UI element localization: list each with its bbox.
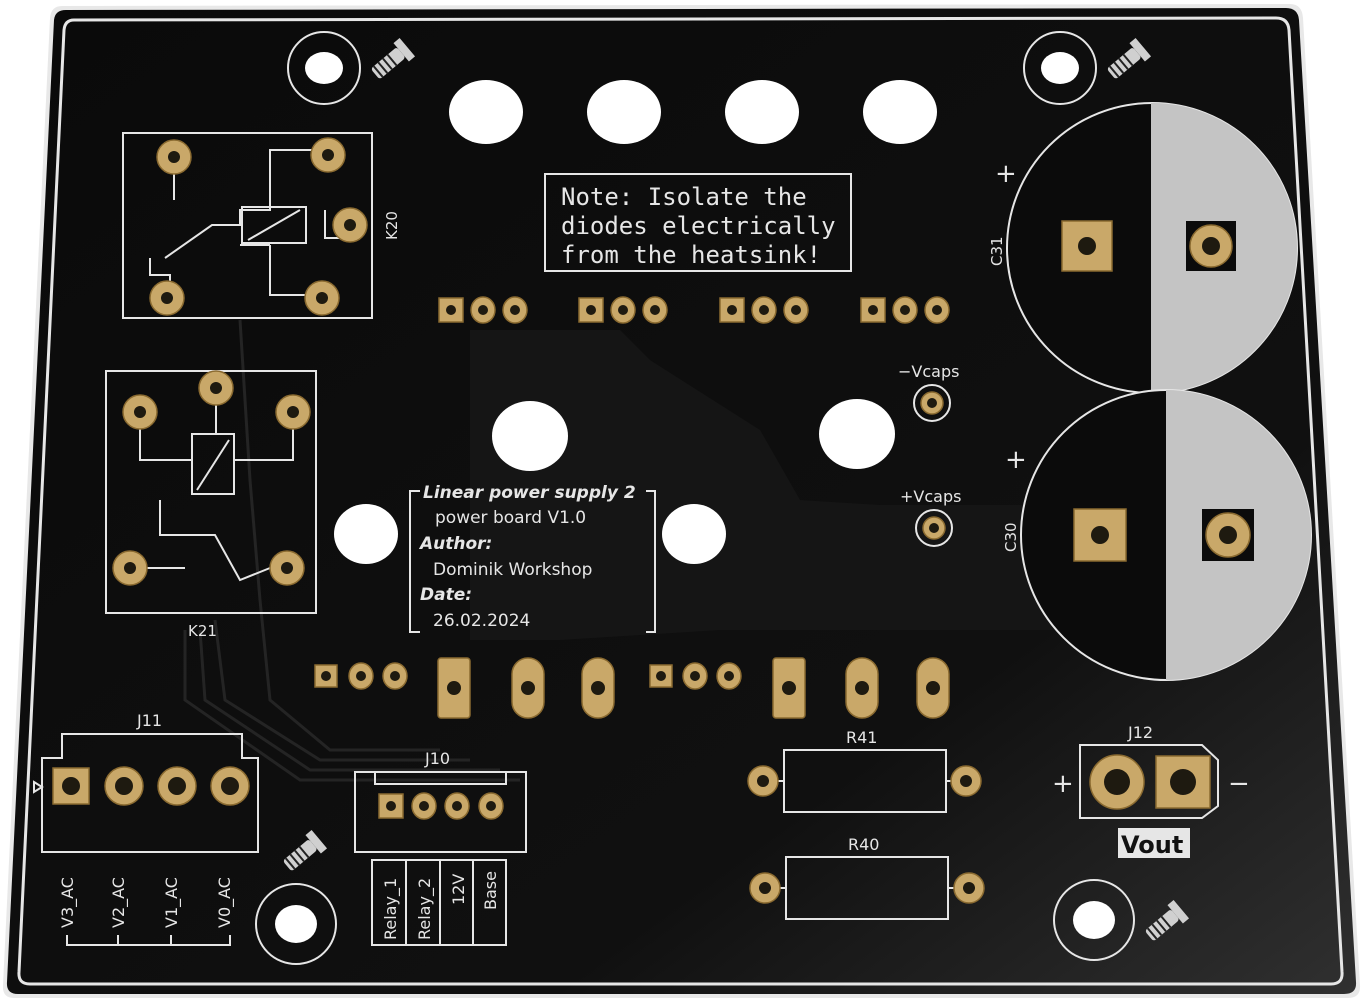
vout-label: Vout bbox=[1121, 831, 1183, 859]
regulator-footprint bbox=[772, 657, 950, 719]
capacitor-c31: + C31 bbox=[988, 102, 1298, 394]
board-silk-outline bbox=[17, 16, 1344, 986]
heatsink-holes bbox=[334, 80, 937, 564]
capacitor-c30: + C30 bbox=[1002, 389, 1312, 681]
mounting-hole-top-left bbox=[287, 31, 361, 105]
refdes-k20: K20 bbox=[383, 211, 401, 240]
relay-pin bbox=[112, 550, 148, 586]
diode-footprint bbox=[719, 296, 809, 324]
relay-k20: K20 bbox=[122, 132, 401, 319]
relay-pin bbox=[149, 280, 185, 316]
j12-minus-marker: − bbox=[1228, 769, 1250, 799]
refdes-r41: R41 bbox=[846, 728, 877, 747]
screw-icon bbox=[371, 37, 416, 79]
diode-footprint bbox=[860, 296, 950, 324]
vcaps-minus-testpoint: −Vcaps bbox=[898, 362, 959, 422]
date-label: Date: bbox=[420, 585, 472, 605]
refdes-j12: J12 bbox=[1127, 723, 1153, 742]
relay-pin bbox=[310, 137, 346, 173]
note-box: Note: Isolate the diodes electrically fr… bbox=[544, 173, 852, 272]
relay-pin bbox=[198, 370, 234, 406]
j11-pin-label: V3_AC bbox=[58, 877, 78, 928]
connector-j10: J10 Relay_1 Relay_2 12V Base bbox=[354, 749, 527, 946]
c31-plus-marker: + bbox=[995, 159, 1017, 189]
board-title: Linear power supply 2 bbox=[423, 483, 636, 503]
j10-pin-label: 12V bbox=[449, 874, 468, 905]
connector-j11: J11 V3_AC V2_AC V1_AC V0_AC bbox=[33, 711, 259, 946]
screw-icon bbox=[1145, 899, 1190, 941]
j11-pin-label: V1_AC bbox=[162, 877, 182, 928]
refdes-r40: R40 bbox=[848, 835, 879, 854]
small-transistor-footprint bbox=[649, 662, 742, 690]
small-transistor-footprint bbox=[314, 662, 408, 690]
relay-pin bbox=[332, 207, 368, 243]
refdes-k21: K21 bbox=[188, 622, 217, 640]
author-label: Author: bbox=[418, 534, 492, 554]
note-line-1: Note: Isolate the bbox=[561, 183, 807, 211]
refdes-c30: C30 bbox=[1002, 522, 1020, 552]
refdes-c31: C31 bbox=[988, 236, 1006, 266]
date-value: 26.02.2024 bbox=[433, 611, 530, 631]
j10-pin-label: Relay_1 bbox=[381, 878, 401, 940]
relay-pin bbox=[156, 139, 192, 175]
note-line-2: diodes electrically bbox=[561, 212, 836, 240]
refdes-j10: J10 bbox=[424, 749, 450, 768]
resistor-r40: R40 bbox=[749, 835, 985, 920]
relay-pin bbox=[304, 280, 340, 316]
refdes-j11: J11 bbox=[136, 711, 162, 730]
relay-pin bbox=[275, 394, 311, 430]
relay-trace bbox=[198, 629, 500, 772]
j12-plus-marker: + bbox=[1052, 769, 1074, 799]
diode-footprint bbox=[578, 296, 668, 324]
j11-pin-label: V0_AC bbox=[215, 877, 235, 928]
mounting-hole-top-right bbox=[1023, 31, 1097, 105]
regulator-footprint bbox=[437, 657, 615, 719]
note-line-3: from the heatsink! bbox=[561, 241, 821, 269]
screw-icon bbox=[283, 829, 328, 871]
c30-plus-marker: + bbox=[1005, 445, 1027, 475]
copper-pour bbox=[470, 330, 1140, 640]
relay-pin bbox=[269, 550, 305, 586]
author-name: Dominik Workshop bbox=[433, 560, 592, 580]
mounting-hole-bottom-left bbox=[255, 883, 337, 965]
diode-footprint bbox=[438, 296, 528, 324]
screw-icon bbox=[1107, 37, 1152, 79]
j11-pin-label: V2_AC bbox=[109, 877, 129, 928]
relay-trace bbox=[213, 619, 470, 762]
vcaps-minus-label: −Vcaps bbox=[898, 362, 959, 381]
relay-k21: K21 bbox=[105, 370, 317, 640]
j10-pin-label: Base bbox=[481, 871, 500, 910]
relay-trace bbox=[238, 319, 440, 752]
mounting-hole-bottom-right bbox=[1053, 879, 1135, 961]
board-version: power board V1.0 bbox=[435, 508, 586, 528]
j10-pin-label: Relay_2 bbox=[415, 878, 435, 940]
title-block: Linear power supply 2 power board V1.0 A… bbox=[409, 483, 656, 633]
resistor-r41: R41 bbox=[747, 728, 982, 813]
vcaps-plus-testpoint: +Vcaps bbox=[900, 487, 961, 547]
relay-pin bbox=[122, 394, 158, 430]
vcaps-plus-label: +Vcaps bbox=[900, 487, 961, 506]
connector-j12: J12 + − Vout bbox=[1052, 723, 1250, 859]
